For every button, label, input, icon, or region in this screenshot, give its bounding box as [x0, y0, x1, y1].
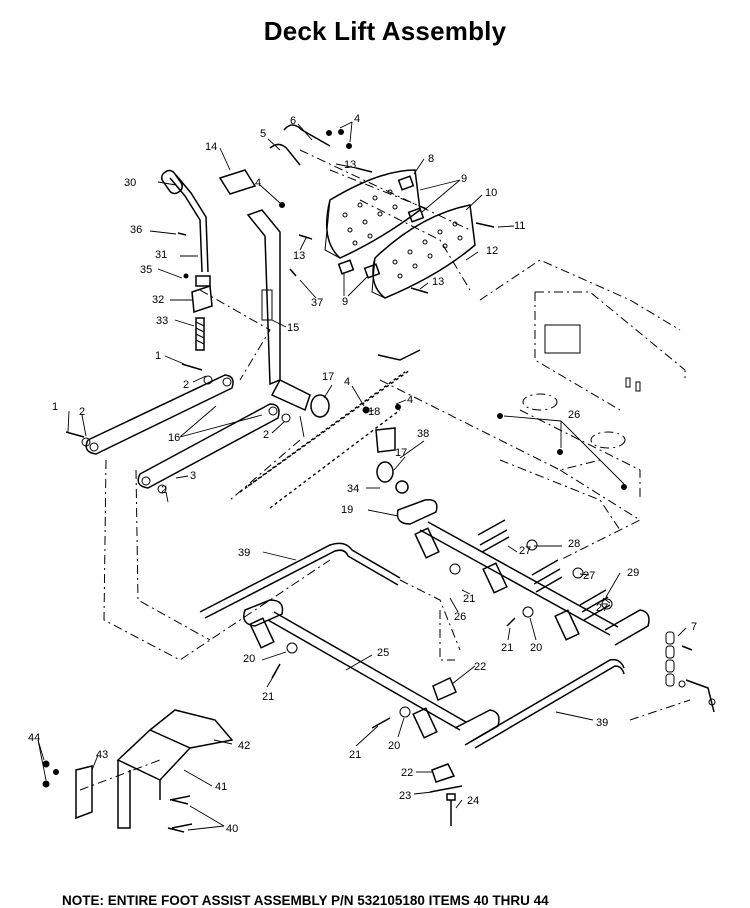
callout-7: 7: [691, 621, 697, 633]
callout-27: 27: [583, 570, 595, 582]
callout-27: 27: [519, 545, 531, 557]
rear-lift-shaft-19: [396, 499, 650, 646]
bushings: [375, 349, 421, 494]
spring-27: [531, 559, 563, 593]
callout-9: 9: [342, 296, 348, 308]
callout-12: 12: [486, 245, 498, 257]
callout-numbers: 1 1 2 2 2 2 3 4 4 4 4 5 6 7 8 9 9 10 11 …: [28, 113, 697, 835]
handle-lever-31: [160, 169, 213, 351]
deck-rod-39: [199, 542, 625, 749]
callout-16: 16: [168, 432, 180, 444]
callout-25: 25: [377, 647, 389, 659]
callout-29: 29: [627, 567, 639, 579]
callout-19: 19: [341, 504, 353, 516]
callout-20: 20: [388, 740, 400, 752]
callout-26: 26: [568, 409, 580, 421]
pedal-plate-10: [371, 204, 476, 299]
spring-29: [579, 589, 611, 621]
callout-21: 21: [262, 691, 274, 703]
callout-2: 2: [263, 429, 269, 441]
lift-rod-dotted: [239, 369, 411, 509]
callout-31: 31: [155, 249, 167, 261]
callout-26: 26: [454, 611, 466, 623]
callout-39: 39: [596, 717, 608, 729]
callout-44: 44: [28, 732, 40, 744]
pedal-plate-8: [324, 169, 421, 259]
callout-38: 38: [417, 428, 429, 440]
callout-9: 9: [461, 173, 467, 185]
callout-20: 20: [530, 642, 542, 654]
callout-10: 10: [485, 187, 497, 199]
callout-2: 2: [161, 484, 167, 496]
page-title: Deck Lift Assembly: [263, 16, 507, 46]
callout-1: 1: [52, 401, 58, 413]
callout-27: 27: [596, 602, 608, 614]
callout-28: 28: [568, 538, 580, 550]
brackets-22-23-24: [429, 676, 463, 826]
callout-15: 15: [287, 322, 299, 334]
callout-4: 4: [354, 113, 360, 125]
callout-33: 33: [156, 315, 168, 327]
callout-5: 5: [260, 128, 266, 140]
callout-21: 21: [349, 749, 361, 761]
callout-34: 34: [347, 483, 359, 495]
callout-leaders: [37, 121, 687, 831]
callout-24: 24: [467, 795, 479, 807]
callout-4: 4: [255, 177, 261, 189]
callout-3: 3: [190, 470, 196, 482]
callout-20: 20: [243, 653, 255, 665]
callout-1: 1: [155, 350, 161, 362]
pedal-arm-15: [218, 169, 330, 418]
callout-13: 13: [293, 250, 305, 262]
callout-2: 2: [79, 406, 85, 418]
callout-21: 21: [501, 642, 513, 654]
callout-11: 11: [514, 220, 525, 232]
callout-14: 14: [205, 141, 217, 153]
callout-13: 13: [344, 159, 356, 171]
callout-41: 41: [215, 781, 227, 793]
spacer-9: [337, 175, 425, 279]
callout-8: 8: [428, 153, 434, 165]
lift-links-16: [85, 374, 280, 489]
callout-4: 4: [407, 394, 413, 406]
callout-21: 21: [463, 593, 475, 605]
callout-6: 6: [290, 115, 296, 127]
foot-assist-assembly: [42, 709, 234, 829]
callout-23: 23: [399, 790, 411, 802]
callout-22: 22: [474, 661, 486, 673]
chain-7: [665, 631, 715, 713]
callout-32: 32: [152, 294, 164, 306]
callout-30: 30: [124, 177, 136, 189]
callout-37: 37: [311, 297, 323, 309]
callout-17: 17: [322, 371, 334, 383]
callout-36: 36: [130, 224, 142, 236]
hardware-fasteners: [65, 124, 716, 833]
callout-13: 13: [432, 276, 444, 288]
assembly-guide-lines: [79, 149, 691, 791]
spring-28: [477, 519, 510, 553]
callout-43: 43: [96, 749, 108, 761]
callout-17: 17: [395, 447, 407, 459]
callout-22: 22: [401, 767, 413, 779]
pedal-pad-14: [218, 169, 257, 195]
callout-40: 40: [226, 823, 238, 835]
callout-2: 2: [183, 379, 189, 391]
callout-4: 4: [344, 376, 350, 388]
spring-33: [195, 317, 205, 351]
callout-39: 39: [238, 547, 250, 559]
callout-18: 18: [368, 406, 380, 418]
callout-35: 35: [140, 264, 152, 276]
callout-42: 42: [238, 740, 250, 752]
assembly-note: NOTE: ENTIRE FOOT ASSIST ASSEMBLY P/N 53…: [62, 893, 549, 908]
deck-frame: [519, 291, 686, 500]
